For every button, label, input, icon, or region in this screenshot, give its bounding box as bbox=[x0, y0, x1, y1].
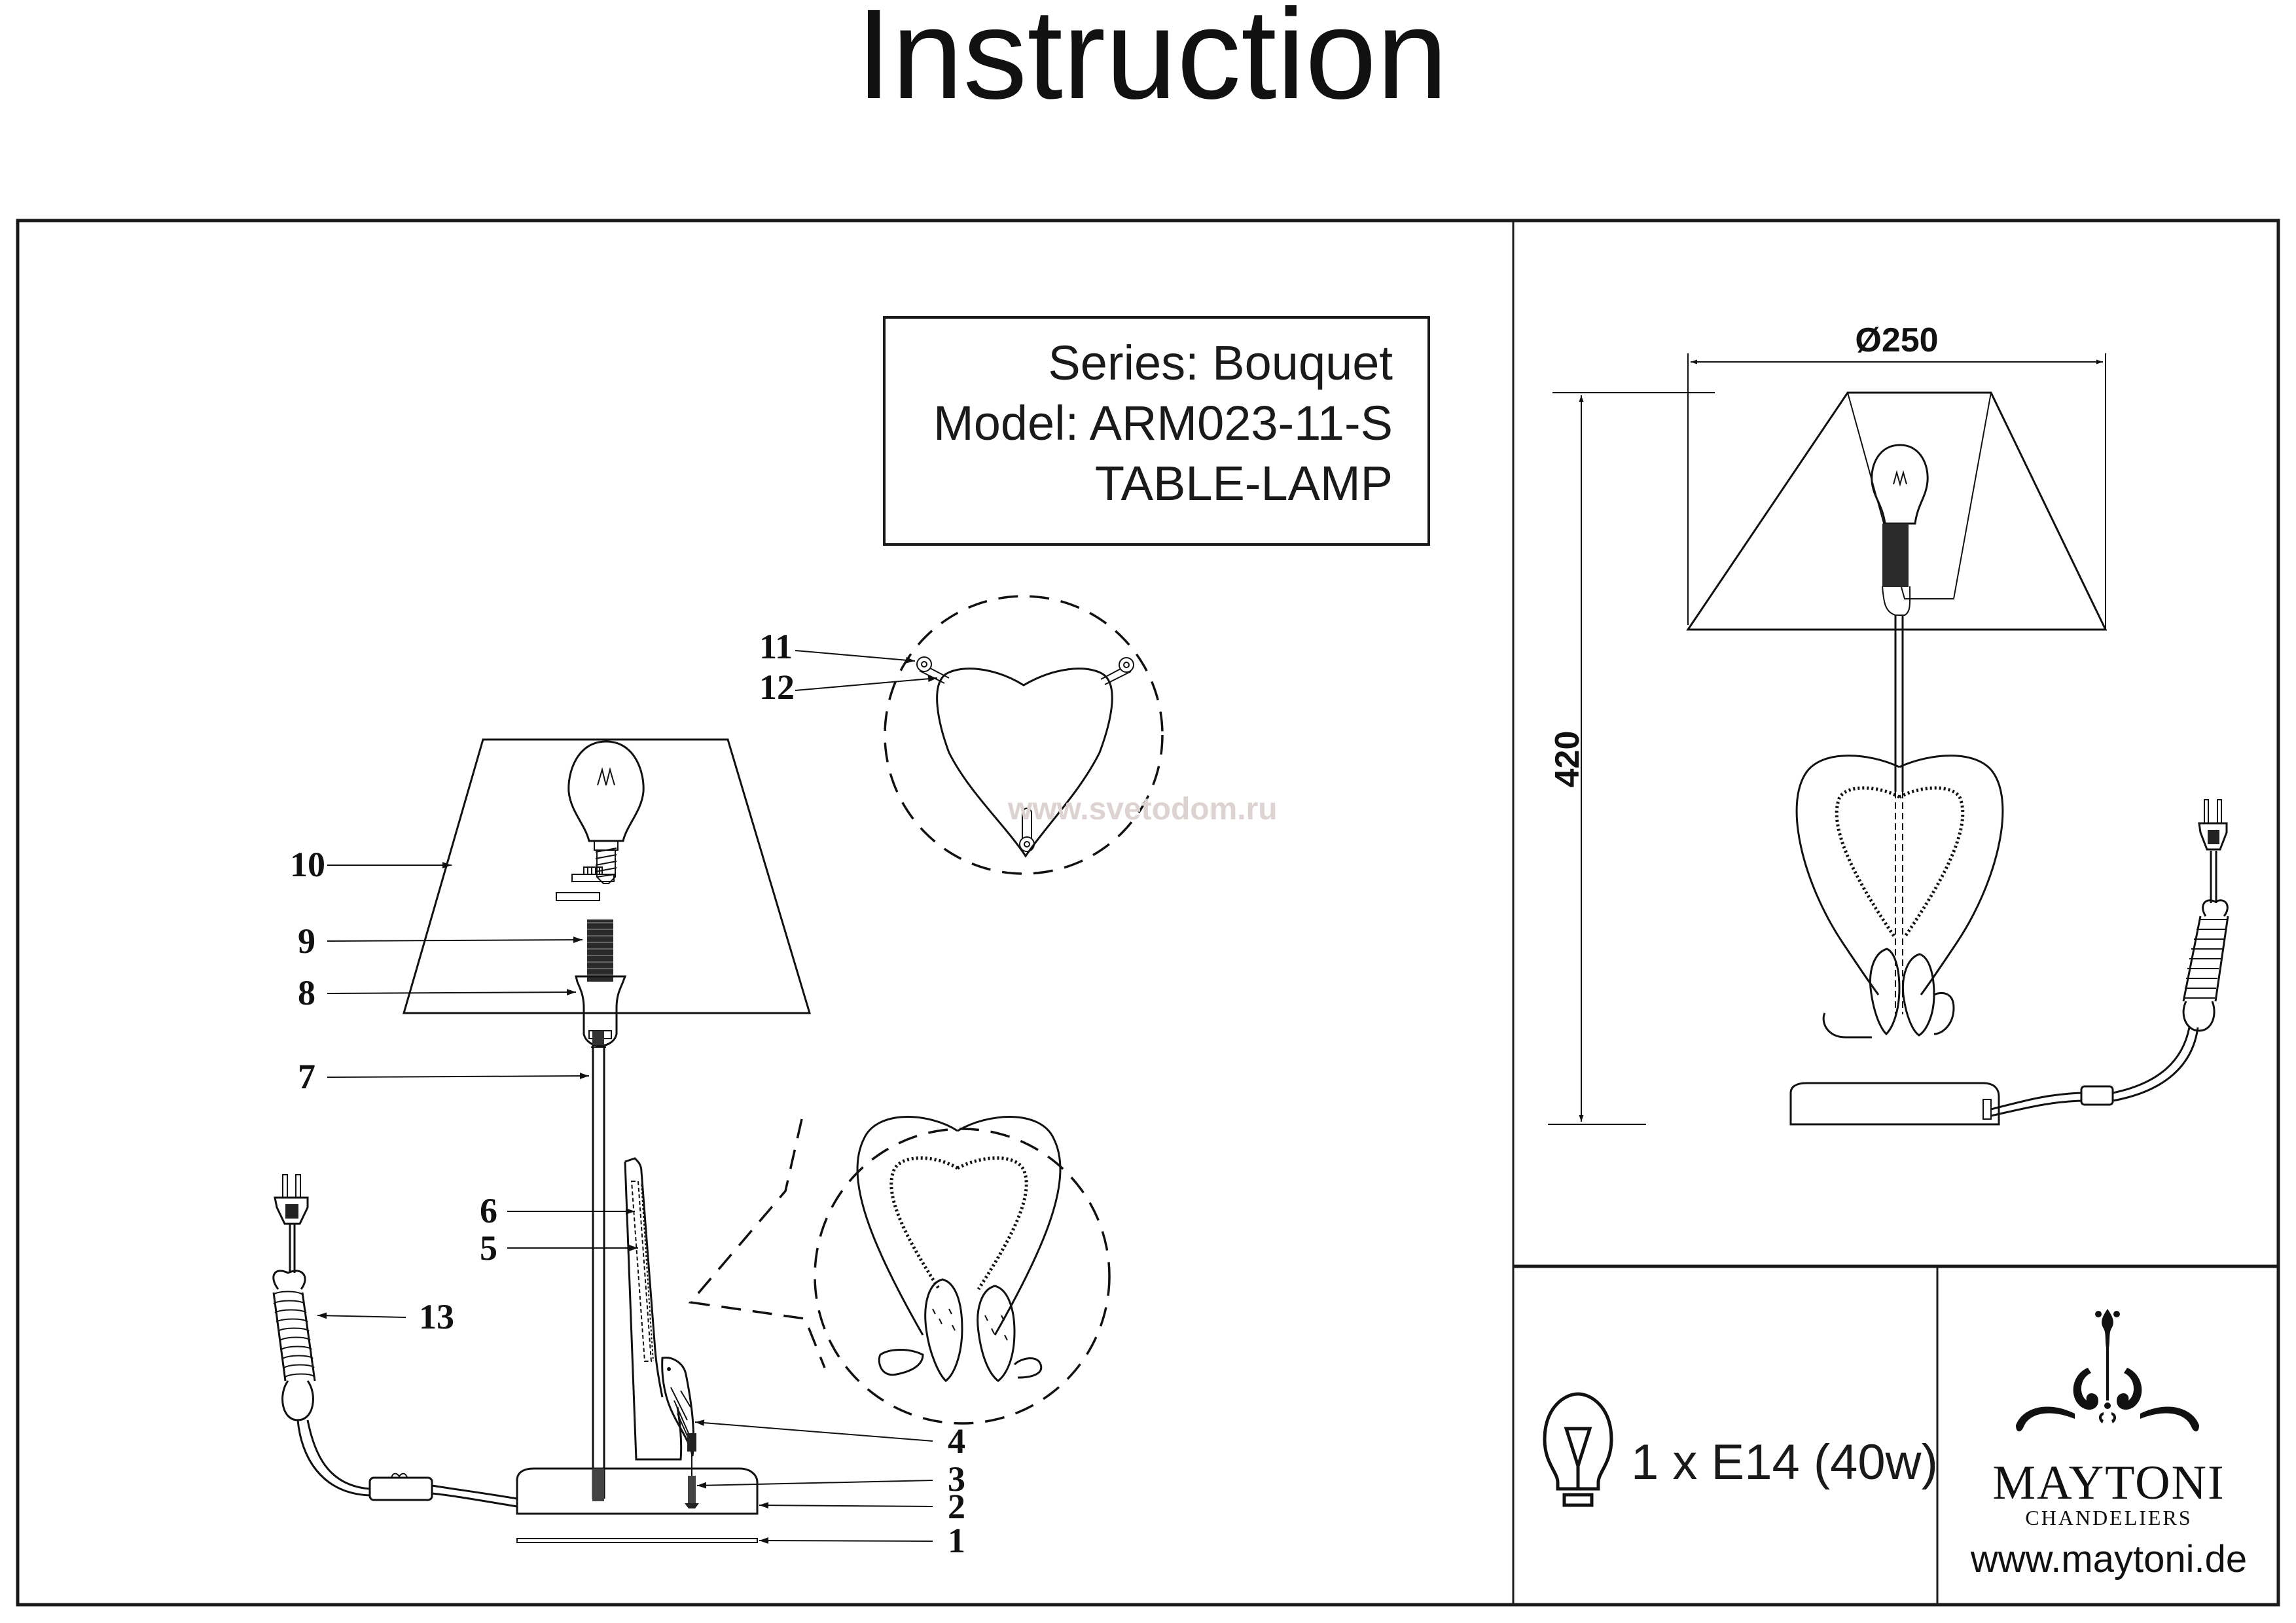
callout-9: 9 bbox=[298, 921, 315, 961]
model-label: Model: ARM023-11-S bbox=[933, 396, 1393, 450]
callout-8: 8 bbox=[298, 973, 315, 1012]
watermark: www.svetodom.ru bbox=[1007, 792, 1278, 827]
heart-frame-front bbox=[1795, 755, 2004, 995]
power-cord bbox=[272, 1174, 518, 1508]
shade-inner bbox=[1847, 392, 1992, 599]
callout-12: 12 bbox=[759, 668, 795, 707]
drawing-frame bbox=[16, 219, 2280, 1607]
stem-thread bbox=[592, 1469, 604, 1501]
bracket-bottom bbox=[1019, 808, 1035, 852]
chandelier-ornament-icon bbox=[2016, 1309, 2199, 1432]
socket-ring bbox=[556, 866, 615, 901]
callout-labels: 1 2 3 4 5 6 7 8 9 10 13 bbox=[290, 845, 965, 1560]
plug bbox=[274, 1196, 309, 1225]
screw bbox=[685, 1433, 699, 1508]
callout-6: 6 bbox=[480, 1191, 497, 1230]
series-label: Series: Bouquet bbox=[1048, 336, 1393, 390]
socket-front bbox=[1882, 524, 1909, 587]
plug-front bbox=[2198, 822, 2228, 851]
lampshade-front bbox=[1686, 391, 2108, 631]
light-bulb-icon bbox=[1543, 1392, 1613, 1507]
bird-left bbox=[1869, 948, 1901, 1036]
product-info-box: Series: Bouquet Model: ARM023-11-S TABLE… bbox=[883, 316, 1430, 546]
callout-2: 2 bbox=[948, 1487, 965, 1526]
brand-website-link[interactable]: www.maytoni.de bbox=[1970, 1538, 2247, 1580]
rocks bbox=[1822, 992, 1955, 1039]
callout-11: 11 bbox=[759, 627, 793, 666]
callout-3: 3 bbox=[948, 1459, 965, 1499]
lamp-socket bbox=[587, 919, 613, 982]
cord-grommet bbox=[1982, 1099, 1992, 1120]
callout-4: 4 bbox=[948, 1421, 965, 1461]
exploded-lamp-diagram bbox=[272, 738, 826, 1543]
bulb-spec-text: 1 x E14 (40w) bbox=[1631, 1435, 1938, 1490]
base-plate bbox=[516, 1538, 758, 1543]
bird-right bbox=[1901, 953, 1935, 1037]
callout-7: 7 bbox=[298, 1057, 315, 1096]
birds-pair bbox=[878, 1278, 1043, 1382]
callout-10: 10 bbox=[290, 845, 325, 884]
base bbox=[516, 1467, 759, 1515]
cord-switch bbox=[368, 1476, 433, 1501]
callout-5: 5 bbox=[480, 1228, 497, 1268]
socket-holder bbox=[575, 975, 627, 1047]
heart-frame-outline bbox=[936, 668, 1113, 858]
brand-name: MAYTONI bbox=[1992, 1456, 2225, 1510]
height-label: 420 bbox=[1549, 731, 1587, 788]
bird-figure bbox=[661, 1357, 695, 1457]
detail-callout-circle-2 bbox=[814, 1128, 1111, 1425]
brand-cell: MAYTONI CHANDELIERS www.maytoni.de bbox=[1970, 1309, 2247, 1580]
beaded-heart-front bbox=[1835, 786, 1965, 938]
page-title: Instruction bbox=[856, 0, 1448, 126]
zoom-callout-line bbox=[688, 1118, 826, 1368]
cord-coil-front bbox=[2182, 899, 2229, 1032]
callout-11-arrow bbox=[795, 650, 916, 664]
product-type-label: TABLE-LAMP bbox=[1095, 456, 1393, 510]
heart-frame-side bbox=[624, 1157, 683, 1461]
bulb bbox=[567, 740, 645, 884]
cord-coil bbox=[272, 1270, 316, 1421]
brand-subtitle: CHANDELIERS bbox=[2025, 1506, 2192, 1529]
bulb-spec-cell: 1 x E14 (40w) bbox=[1543, 1392, 1938, 1507]
base-front bbox=[1789, 1082, 2000, 1126]
bird-heart-detail bbox=[814, 1116, 1111, 1425]
callout-1: 1 bbox=[948, 1521, 965, 1560]
callout-12-arrow bbox=[795, 675, 938, 691]
cord-switch-front bbox=[2080, 1085, 2114, 1106]
heart-bracket-detail: www.svetodom.ru 11 12 bbox=[759, 595, 1278, 875]
callout-13: 13 bbox=[419, 1297, 454, 1336]
lampshade bbox=[403, 738, 812, 1014]
detail-callout-circle bbox=[884, 595, 1164, 875]
diameter-label: Ø250 bbox=[1855, 321, 1938, 359]
bracket-right bbox=[1100, 657, 1134, 685]
dimension-drawing: Ø250 420 bbox=[1548, 321, 2229, 1126]
stem bbox=[591, 1031, 606, 1499]
